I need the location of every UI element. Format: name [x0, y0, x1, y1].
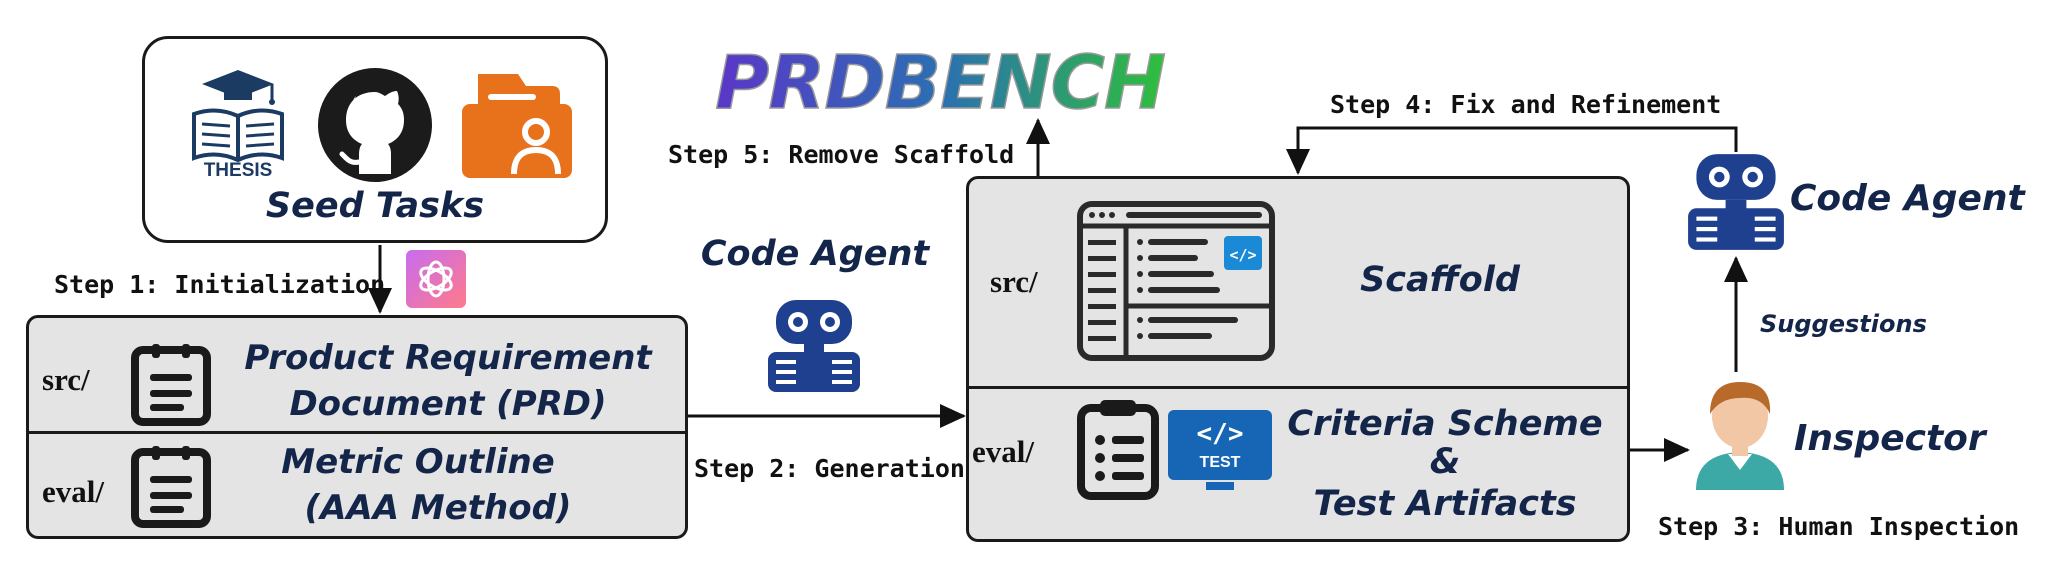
step4-label: Step 4: Fix and Refinement	[1330, 90, 1722, 119]
right-src-label: src/	[990, 264, 1038, 299]
middle-code-agent-label: Code Agent	[700, 234, 930, 274]
right-robot-icon	[1688, 154, 1784, 250]
openai-logo-icon	[406, 250, 466, 308]
middle-robot-icon	[768, 300, 860, 392]
left-src-label: src/	[42, 362, 90, 397]
metric-clipboard-icon	[131, 446, 211, 528]
criteria-line2: &	[1429, 442, 1461, 482]
prd-clipboard-icon	[131, 344, 211, 426]
prd-title-line1: Product Requirement	[244, 338, 652, 378]
svg-text:PRDBENCH: PRDBENCH	[715, 40, 1165, 126]
left-eval-label: eval/	[42, 474, 104, 509]
criteria-line3: Test Artifacts	[1313, 484, 1577, 524]
inspector-label: Inspector	[1794, 418, 1986, 459]
right-eval-label: eval/	[972, 434, 1034, 469]
scaffold-box	[966, 176, 1630, 542]
github-icon	[318, 68, 432, 182]
right-code-agent-label: Code Agent	[1790, 178, 2025, 219]
metric-title-line2: (AAA Method)	[304, 488, 572, 528]
seed-tasks-title: Seed Tasks	[265, 186, 485, 226]
inspector-avatar-icon	[1696, 382, 1784, 490]
code-editor-icon: </>	[1077, 201, 1275, 361]
metric-title-line1: Metric Outline	[281, 442, 555, 482]
criteria-line1: Criteria Scheme	[1287, 404, 1603, 444]
test-badge-label: TEST	[1199, 454, 1241, 471]
scaffold-title: Scaffold	[1360, 260, 1520, 300]
svg-text:</>: </>	[1229, 246, 1256, 264]
prd-title-line2: Document (PRD)	[289, 384, 607, 424]
suggestions-label: Suggestions	[1760, 310, 1927, 338]
user-folder-icon	[462, 74, 572, 178]
test-monitor-icon: </>	[1168, 410, 1272, 490]
thesis-icon	[192, 70, 284, 163]
svg-text:</>: </>	[1197, 419, 1244, 449]
prd-box-divider	[26, 431, 688, 434]
step1-label: Step 1: Initialization	[54, 270, 386, 299]
step2-label: Step 2: Generation	[694, 454, 965, 483]
checklist-icon	[1077, 400, 1159, 500]
prdbench-logo: PRDBENCH	[714, 39, 1166, 127]
scaffold-box-divider	[966, 386, 1630, 389]
thesis-label: THESIS	[203, 160, 273, 181]
step5-label: Step 5: Remove Scaffold	[668, 140, 1015, 169]
step3-label: Step 3: Human Inspection	[1658, 512, 2020, 541]
arrow-step4	[1286, 126, 1738, 175]
